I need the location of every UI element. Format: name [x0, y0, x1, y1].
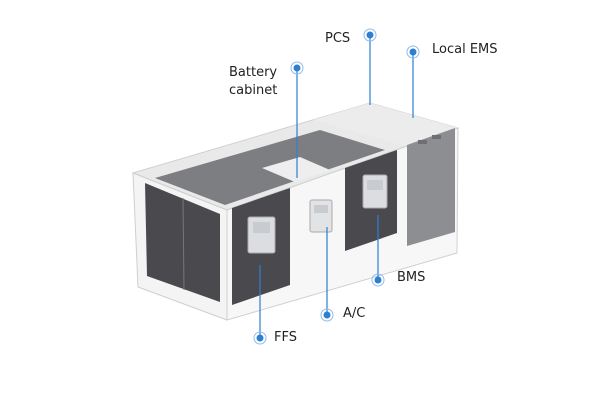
callout-dot-local-ems	[406, 45, 420, 59]
callout-dot-ffs	[253, 331, 267, 345]
label-pcs: PCS	[325, 31, 351, 46]
closed-roof-section	[313, 103, 458, 146]
bms-screen	[367, 180, 383, 190]
vent	[418, 140, 427, 144]
ac-unit	[309, 199, 333, 233]
callout-lines	[259, 35, 414, 338]
bms-screen	[253, 222, 270, 233]
label-bms: BMS	[397, 270, 426, 285]
callout-dot-battery-cabinet	[290, 61, 304, 75]
label-local-ems: Local EMS	[432, 42, 498, 57]
label-ffs: FFS	[274, 330, 297, 345]
callout-dots	[253, 28, 420, 345]
bms-unit-2	[362, 174, 388, 209]
callout-dot-bms	[371, 273, 385, 287]
roof-gap	[262, 157, 330, 182]
end-battery-racks	[145, 183, 220, 302]
rack-divider	[182, 197, 185, 291]
callout-dot-ac	[320, 308, 334, 322]
ems-pcs-door	[407, 128, 455, 246]
vent	[432, 135, 441, 139]
label-ac: A/C	[343, 306, 366, 321]
callout-dot-pcs	[363, 28, 377, 42]
label-battery-cabinet-line2: cabinet	[229, 83, 278, 98]
label-battery-cabinet-line1: Battery	[229, 65, 278, 80]
ac-display	[314, 205, 328, 213]
